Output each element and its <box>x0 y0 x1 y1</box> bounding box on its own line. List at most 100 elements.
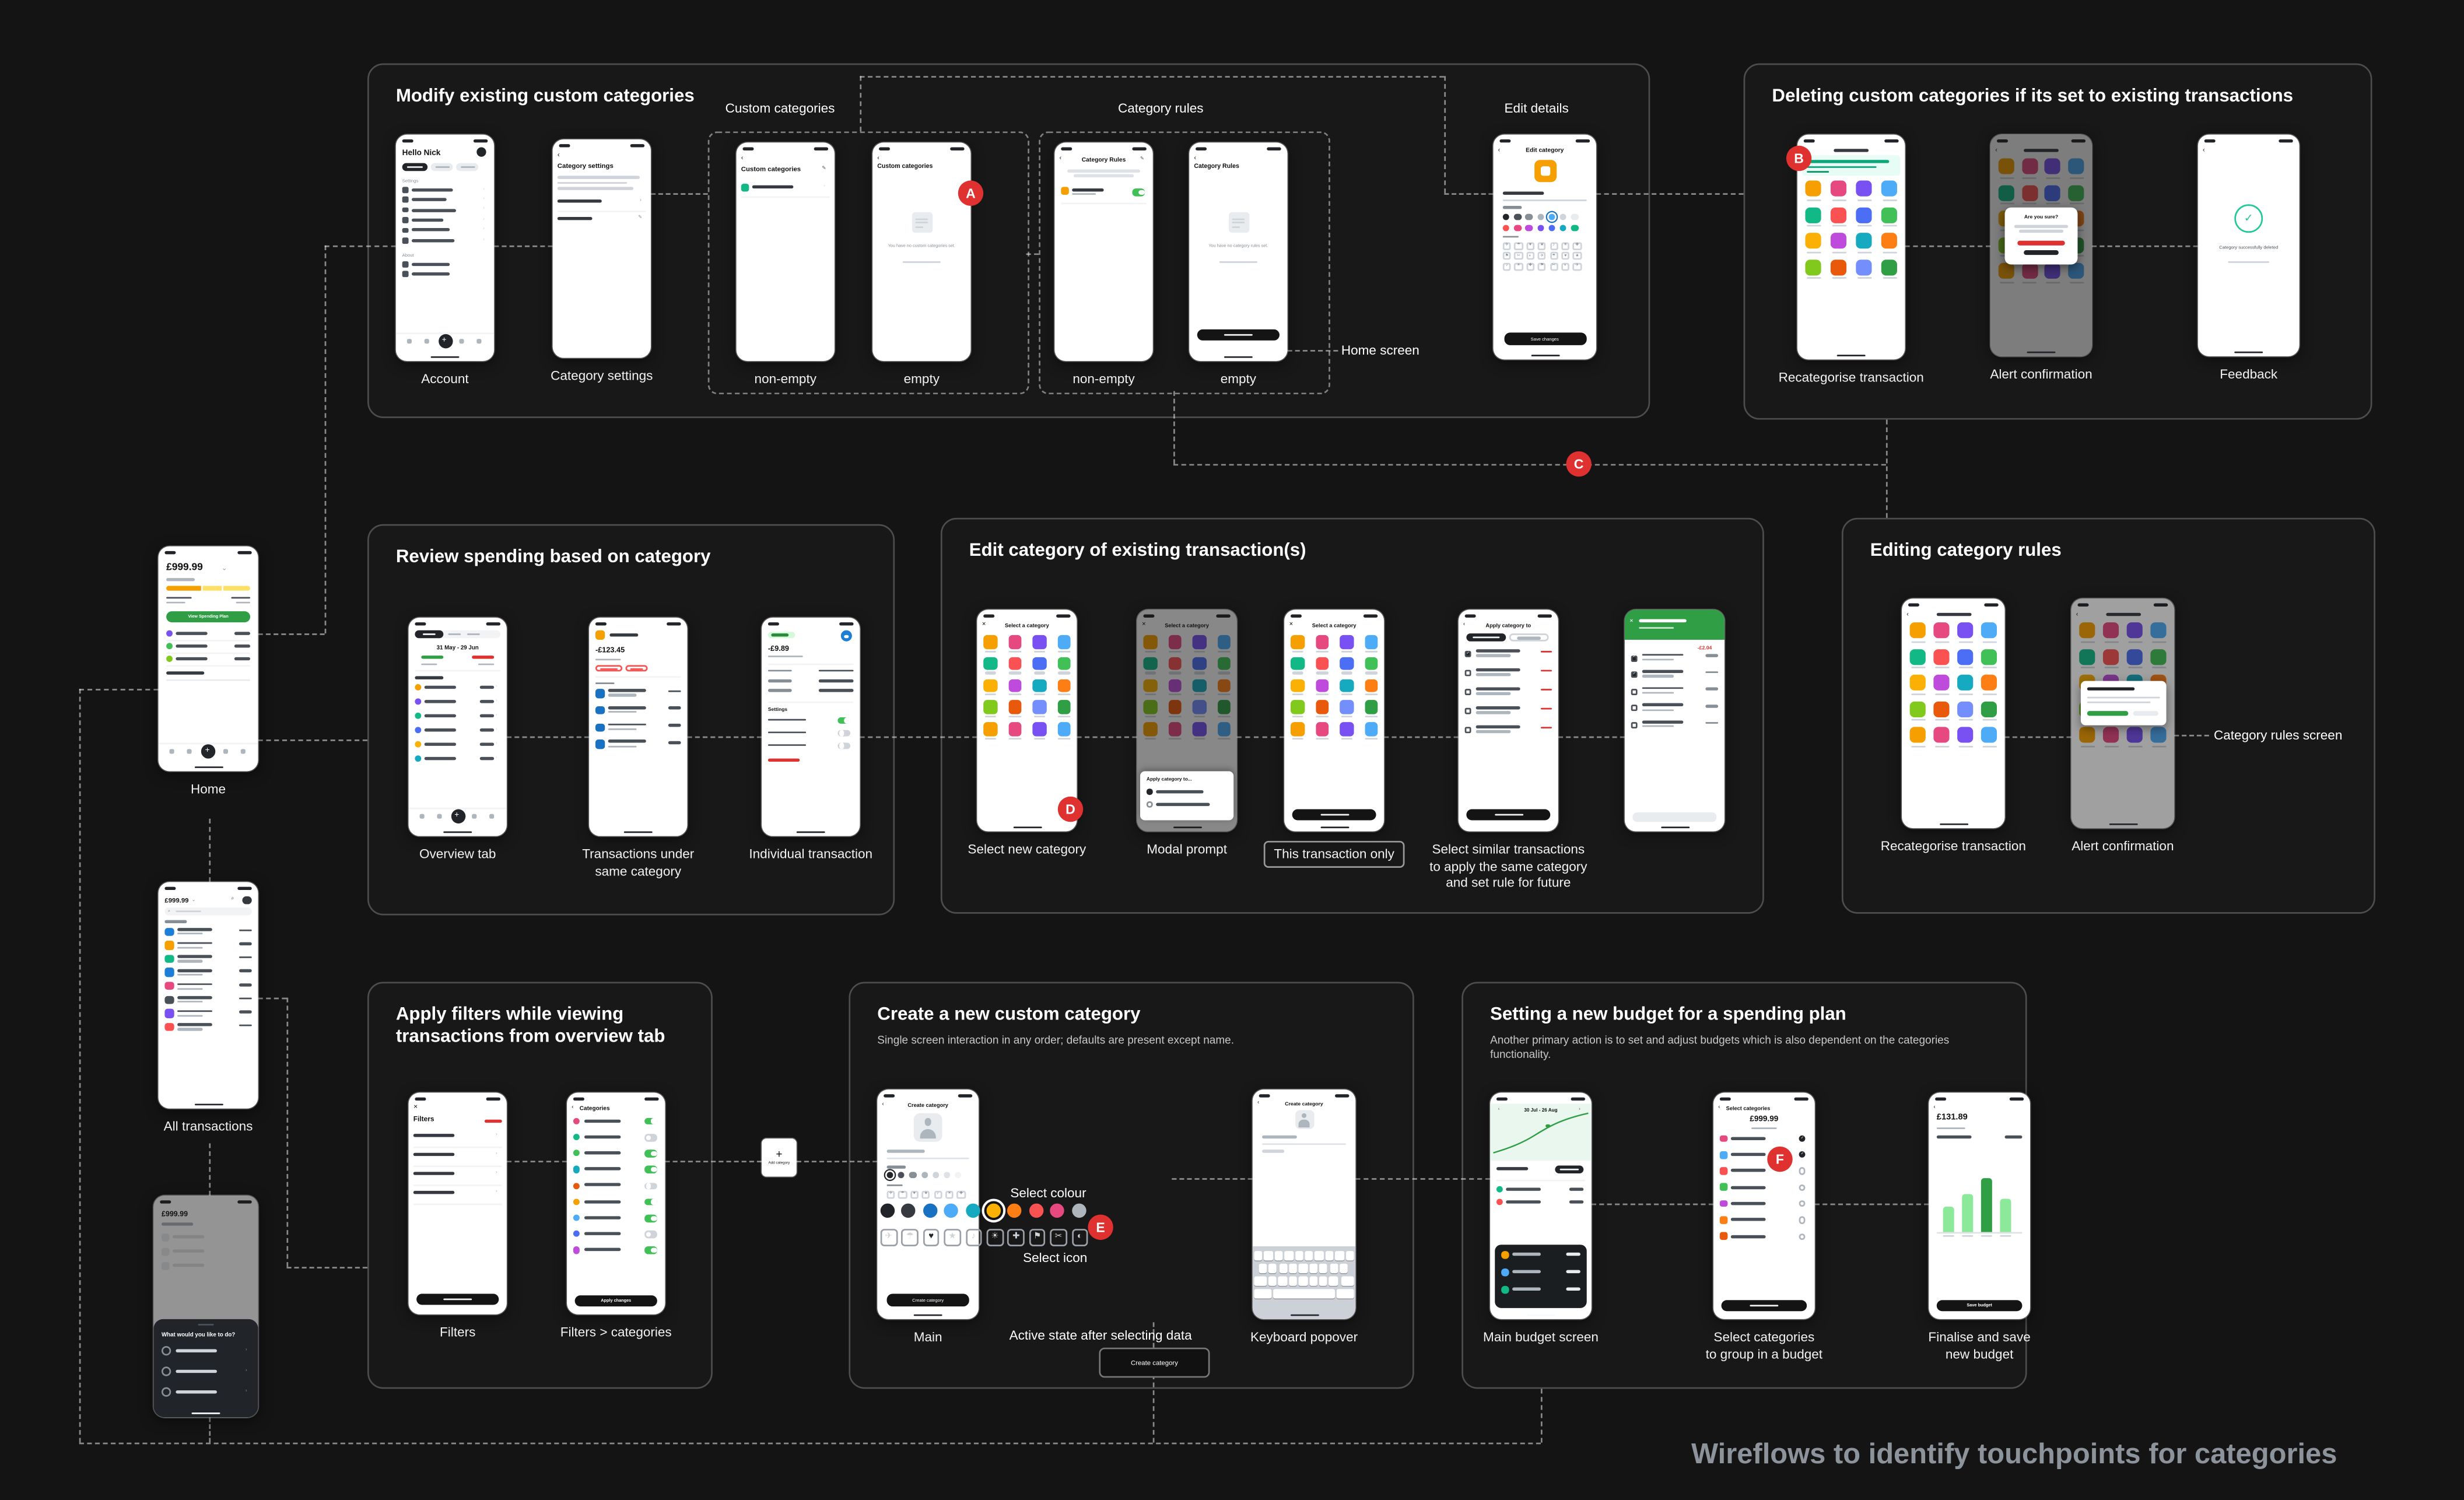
key[interactable] <box>1299 1276 1308 1287</box>
colour-swatch[interactable] <box>1029 1203 1043 1218</box>
key[interactable] <box>1337 1289 1354 1299</box>
phone-budget-main[interactable]: 30 Jul - 26 Aug‹› <box>1490 1092 1592 1319</box>
primary-button[interactable]: Apply changes <box>574 1295 657 1307</box>
select-circle[interactable] <box>1799 1232 1806 1240</box>
colour-swatch[interactable] <box>1537 224 1544 232</box>
primary-button[interactable] <box>1466 809 1551 821</box>
icon-option[interactable]: ♥ <box>1561 252 1570 261</box>
primary-button[interactable] <box>1721 1300 1807 1312</box>
icon-option[interactable]: ⚑ <box>1538 262 1547 272</box>
key[interactable] <box>1268 1276 1277 1287</box>
colour-swatch[interactable] <box>1514 224 1522 232</box>
colour-swatch[interactable] <box>880 1203 895 1218</box>
sheet-option[interactable] <box>161 1387 171 1397</box>
create-category-zoom-button[interactable]: Create category <box>1099 1347 1210 1378</box>
key[interactable] <box>1254 1289 1271 1299</box>
icon-option[interactable]: ♪ <box>1502 262 1511 272</box>
radio[interactable] <box>1146 801 1152 807</box>
colour-swatch[interactable] <box>986 1203 1001 1218</box>
key[interactable] <box>1254 1276 1267 1287</box>
keyboard-panel[interactable] <box>1252 1246 1356 1319</box>
colour-swatch[interactable] <box>886 1172 893 1179</box>
toggle[interactable] <box>644 1247 657 1254</box>
colour-swatch[interactable] <box>1502 224 1510 232</box>
icon-option[interactable]: ♪ <box>933 1190 942 1198</box>
colour-swatch[interactable] <box>1514 213 1522 220</box>
icon-option[interactable]: ✈ <box>880 1229 898 1246</box>
key[interactable] <box>1325 1251 1334 1261</box>
icon-option[interactable]: ✈ <box>1538 252 1547 261</box>
phone-keyboard-popover[interactable]: ‹Create category <box>1252 1089 1356 1319</box>
key[interactable] <box>1339 1263 1348 1274</box>
icon-option[interactable]: ✚ <box>1007 1229 1025 1246</box>
key[interactable] <box>1274 1251 1283 1261</box>
icon-option[interactable]: ☀ <box>945 1190 954 1198</box>
key[interactable] <box>1319 1263 1328 1274</box>
icon-option[interactable]: ☂ <box>1550 252 1558 261</box>
icon-option[interactable]: ♥ <box>923 1229 940 1246</box>
icon-option[interactable]: ☂ <box>898 1190 907 1198</box>
phone-custom-categories[interactable]: ‹Custom categories✎› <box>736 142 835 362</box>
key[interactable] <box>1329 1276 1338 1287</box>
segmented-control[interactable] <box>415 630 501 639</box>
key[interactable] <box>1309 1276 1318 1287</box>
icon-option[interactable]: ✚ <box>1526 262 1535 272</box>
icon-option[interactable]: ⚑ <box>1502 252 1511 261</box>
tab-chip[interactable] <box>430 163 453 171</box>
phone-alert-rules[interactable]: ‹ <box>2071 598 2175 829</box>
colour-swatch[interactable] <box>932 1172 940 1179</box>
key[interactable] <box>1345 1251 1354 1261</box>
key[interactable] <box>1258 1263 1267 1274</box>
checkbox[interactable]: ✓ <box>1631 654 1638 661</box>
select-circle[interactable] <box>1799 1200 1806 1207</box>
key[interactable] <box>1319 1276 1328 1287</box>
select-circle[interactable] <box>1799 1183 1806 1191</box>
key[interactable] <box>1278 1263 1288 1274</box>
key[interactable] <box>1335 1251 1344 1261</box>
phone-filters[interactable]: ✕Filters›››› <box>408 1092 507 1315</box>
toggle[interactable] <box>644 1182 657 1190</box>
phone-alert-delete[interactable]: ‹Are you sure? <box>1990 134 2092 356</box>
add-category-button[interactable]: +Add category <box>762 1138 797 1177</box>
colour-swatch[interactable] <box>1559 213 1567 220</box>
colour-swatch[interactable] <box>1502 213 1510 220</box>
primary-button[interactable] <box>1292 809 1376 821</box>
spending-plan-button[interactable]: View Spending Plan <box>166 611 251 623</box>
toggle[interactable] <box>837 716 851 724</box>
segment-selected[interactable] <box>1466 632 1506 642</box>
icon-option[interactable]: ☀ <box>1514 262 1523 272</box>
toggle[interactable] <box>644 1166 657 1173</box>
colour-swatch[interactable] <box>1537 213 1544 220</box>
toggle[interactable] <box>644 1117 657 1125</box>
toggle[interactable] <box>644 1149 657 1158</box>
colour-swatch[interactable] <box>1548 213 1555 220</box>
toggle[interactable] <box>837 729 851 737</box>
sheet-option[interactable] <box>161 1366 171 1376</box>
checkbox[interactable]: ✓ <box>1464 651 1471 657</box>
key[interactable] <box>1342 1276 1354 1287</box>
phone-recategorise-delete[interactable]: ‹ <box>1797 134 1905 360</box>
key[interactable] <box>1278 1276 1288 1287</box>
icon-option[interactable]: ✈ <box>886 1190 895 1198</box>
key[interactable] <box>1329 1263 1338 1274</box>
icon-option[interactable]: ★ <box>1573 252 1582 261</box>
key[interactable] <box>1254 1251 1263 1261</box>
checkbox[interactable] <box>1464 707 1471 714</box>
key[interactable] <box>1288 1276 1298 1287</box>
icon-option[interactable]: ◐ <box>1526 252 1535 261</box>
tab-chip[interactable] <box>456 163 479 171</box>
icon-option[interactable]: ✚ <box>1573 241 1582 250</box>
colour-swatch[interactable] <box>1548 224 1555 232</box>
colour-swatch[interactable] <box>965 1203 980 1218</box>
colour-swatch[interactable] <box>921 1172 928 1179</box>
colour-swatch[interactable] <box>944 1203 959 1218</box>
toggle[interactable] <box>1132 188 1145 196</box>
save-button[interactable]: Save changes <box>1503 332 1586 345</box>
icon-option[interactable]: ★ <box>1538 241 1547 250</box>
key[interactable] <box>1288 1263 1298 1274</box>
primary-button[interactable]: Save budget <box>1936 1300 2023 1312</box>
key[interactable] <box>1264 1251 1273 1261</box>
